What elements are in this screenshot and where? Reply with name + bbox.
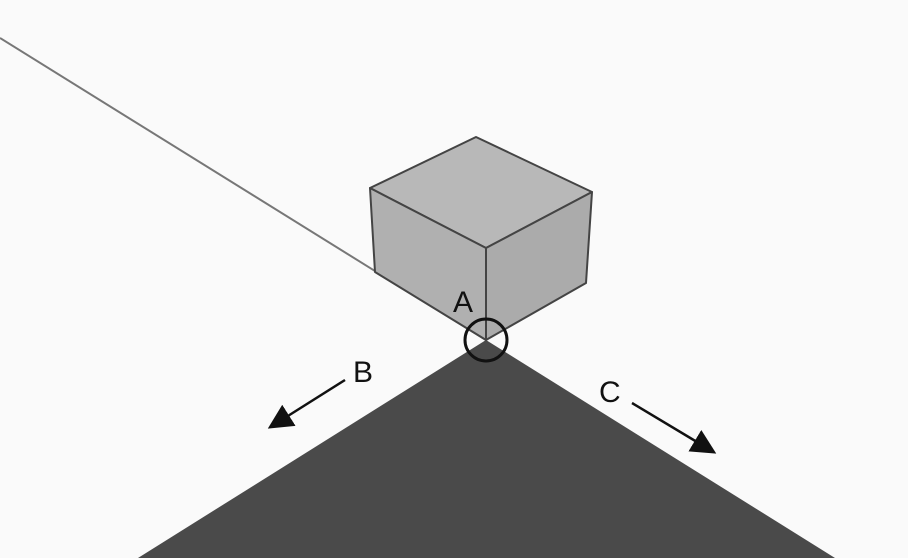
label-b: B — [353, 356, 373, 389]
label-c: C — [599, 376, 621, 409]
label-a: A — [453, 286, 473, 319]
arrow-c — [631, 401, 717, 454]
arrow-b — [267, 378, 346, 429]
corner-marker-circle — [463, 317, 509, 363]
ground-plane — [138, 340, 835, 558]
cube-right-face — [485, 191, 593, 341]
